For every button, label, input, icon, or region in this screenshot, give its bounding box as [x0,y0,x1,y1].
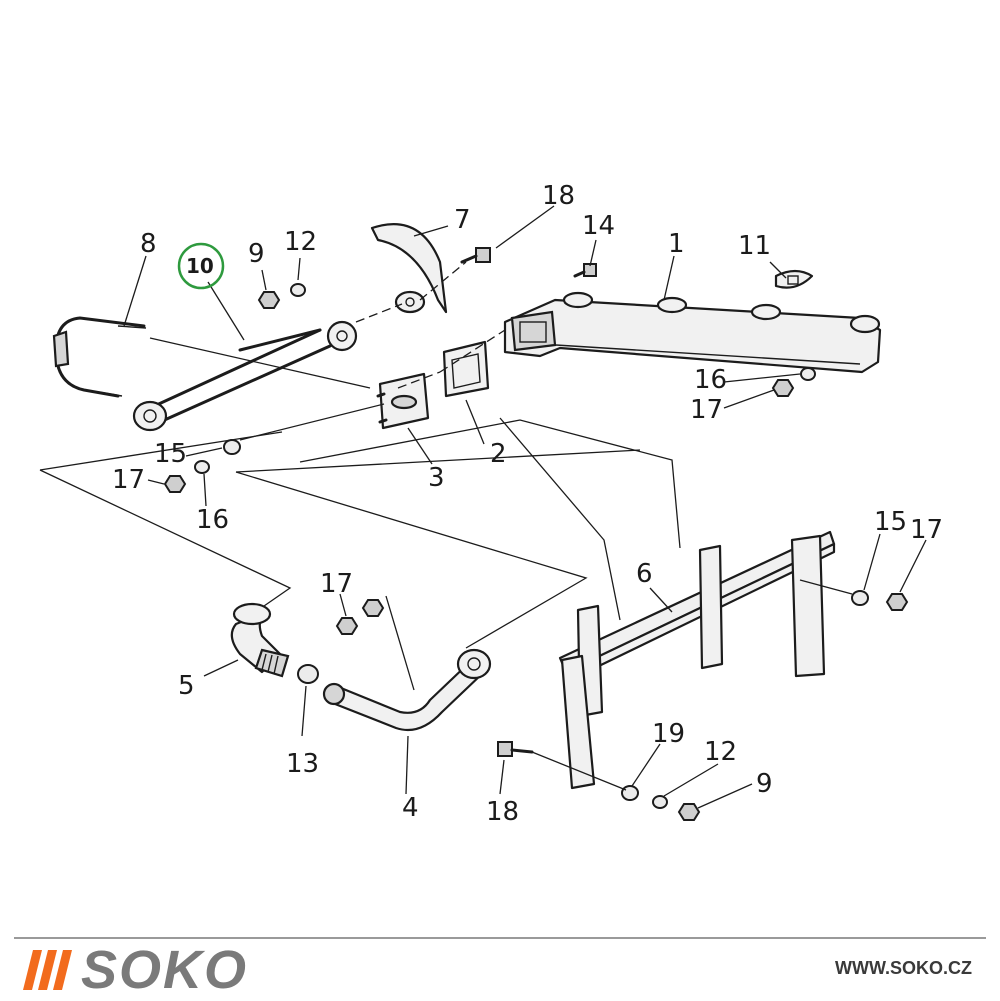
part-clamp-strap [52,316,147,398]
part-exhaust-manifold [503,291,882,374]
part-nut-top [257,291,281,309]
callout-9-bottom: 9 [756,769,773,799]
callout-3: 3 [428,463,445,493]
callout-17-right: 17 [910,515,943,545]
part-washer-16-left [194,460,210,474]
callout-1: 1 [668,229,685,259]
callout-16-left: 16 [196,505,229,535]
part-washer-15-left [223,439,241,455]
part-nut-17-right [885,593,909,611]
part-flange-plate [376,372,430,430]
part-nut-17-mid-b [361,599,385,617]
soko-logo-icon [23,950,72,990]
callout-6: 6 [636,559,653,589]
callout-leaders [123,205,927,809]
part-washer-15-right [851,590,869,606]
callout-labels: 1 2 3 4 5 6 7 8 9 10 11 12 13 14 15 15 1… [112,181,943,827]
callout-9-top: 9 [248,239,265,269]
callout-14: 14 [582,211,615,241]
callout-7: 7 [454,205,471,235]
callout-5: 5 [178,671,195,701]
part-elbow-pipe [230,602,290,678]
callout-8: 8 [140,229,157,259]
brand-name: SOKO [81,940,249,1000]
callout-4: 4 [402,793,419,823]
part-washer-top [290,283,306,297]
part-bolt-small [573,263,597,278]
part-silencer [132,320,358,432]
footer-divider [14,937,986,939]
exploded-parts-diagram: 1 2 3 4 5 6 7 8 9 10 11 12 13 14 15 15 1… [39,181,943,827]
callout-18-top: 18 [542,181,575,211]
part-nut-17-left [163,475,187,493]
brand-logo: SOKO [23,940,249,1000]
callout-16-right: 16 [694,365,727,395]
part-nut-9-bottom [677,803,701,821]
part-bolt-top [460,247,491,264]
callout-2: 2 [490,439,507,469]
website-url[interactable]: WWW.SOKO.CZ [835,958,972,978]
callout-12-top: 12 [284,227,317,257]
callout-19: 19 [652,719,685,749]
callout-17-mid: 17 [320,569,353,599]
part-heat-shield [370,223,448,314]
callout-10: 10 [186,254,214,278]
part-pipe-ring [297,664,319,684]
callout-17-left: 17 [112,465,145,495]
callout-17-upper: 17 [690,395,723,425]
callout-11: 11 [738,231,771,261]
part-nut-17-mid-a [335,617,359,635]
part-tail-pipe [322,648,492,732]
callout-15-right: 15 [874,507,907,537]
part-washer-19 [621,785,639,801]
assembly-lines [39,261,853,791]
callout-12-bottom: 12 [704,737,737,767]
part-support-frame [558,530,836,790]
part-washer-16-right [800,367,816,381]
callout-10-highlight-ring [177,242,225,290]
part-bolt-bottom [497,741,534,757]
part-washer-12-bottom [652,795,668,809]
part-small-gasket [774,269,814,289]
callout-13: 13 [286,749,319,779]
callout-15-left: 15 [154,439,187,469]
callout-18-bottom: 18 [486,797,519,827]
part-gasket [442,340,490,398]
part-nut-17-right-top [771,379,795,397]
